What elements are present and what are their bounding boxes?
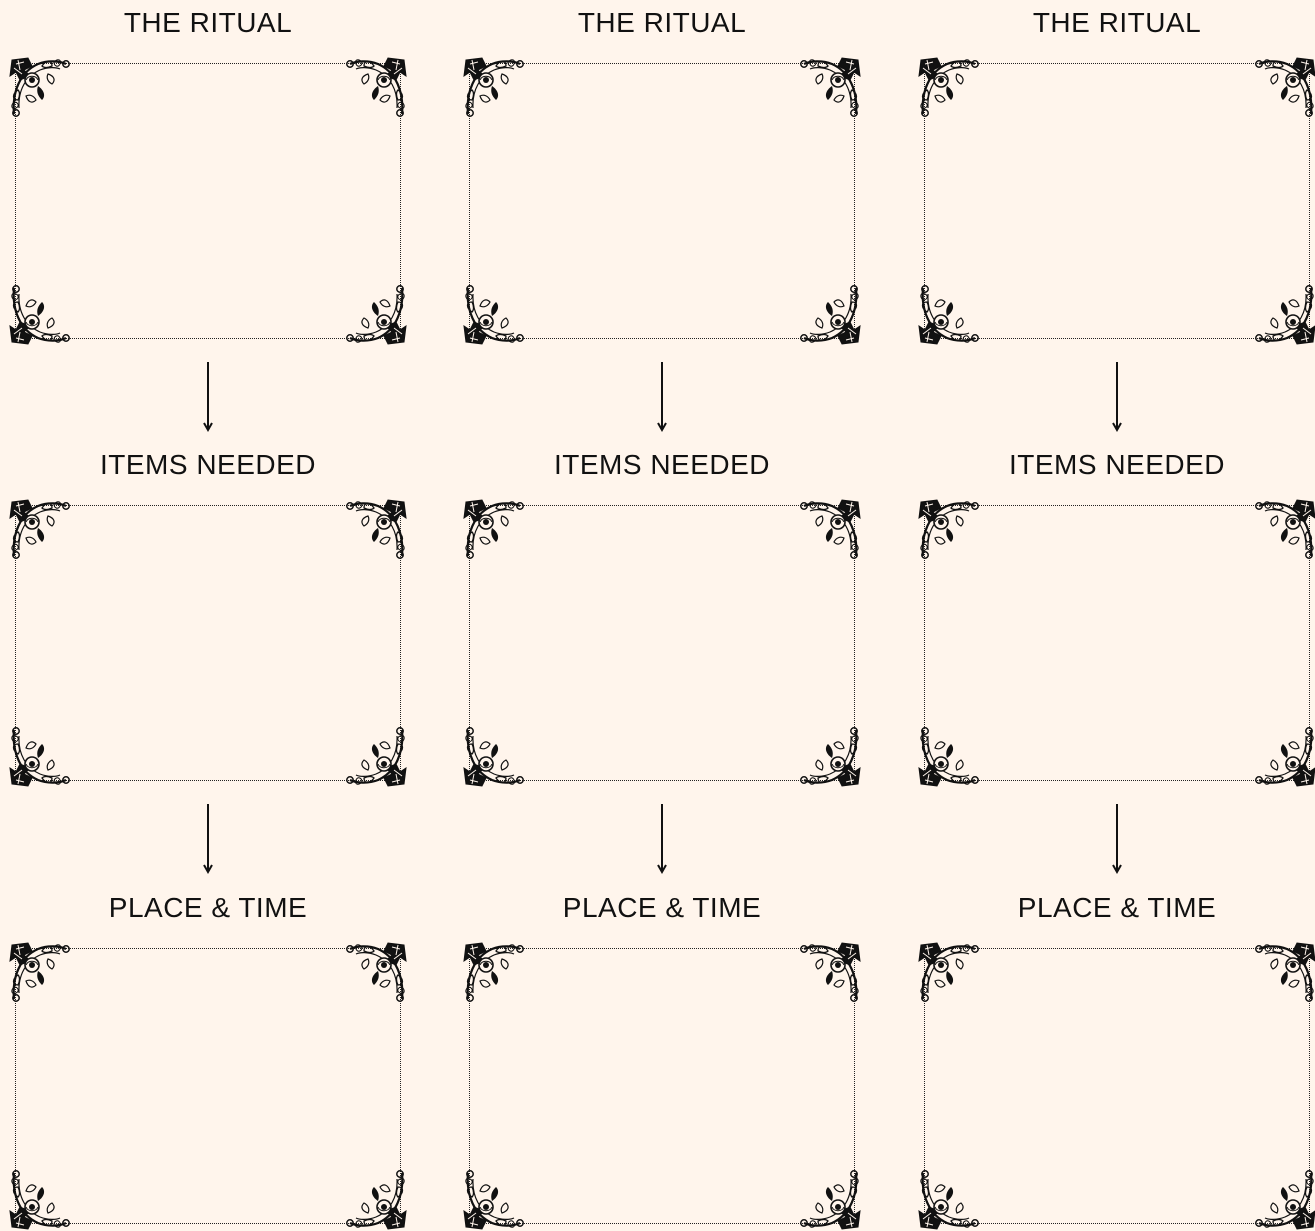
dotted-border [469,63,855,339]
floral-corner-ornament-icon [346,284,408,346]
floral-corner-ornament-icon [462,941,524,1003]
floral-corner-ornament-icon [8,56,70,118]
floral-corner-ornament-icon [462,726,524,788]
floral-corner-ornament-icon [917,498,979,560]
floral-corner-ornament-icon [462,284,524,346]
floral-corner-ornament-icon [346,726,408,788]
down-arrow-icon [652,360,672,432]
floral-corner-ornament-icon [800,726,862,788]
floral-corner-ornament-icon [917,1169,979,1231]
floral-corner-ornament-icon [8,498,70,560]
dotted-border [924,948,1310,1224]
floral-corner-ornament-icon [8,284,70,346]
section-label-place-time: PLACE & TIME [917,891,1315,925]
section-label-items: ITEMS NEEDED [8,448,408,482]
floral-corner-ornament-icon [800,284,862,346]
floral-corner-ornament-icon [462,1169,524,1231]
floral-corner-ornament-icon [346,56,408,118]
floral-corner-ornament-icon [917,284,979,346]
floral-corner-ornament-icon [1255,56,1315,118]
floral-corner-ornament-icon [1255,941,1315,1003]
dotted-border [469,505,855,781]
floral-corner-ornament-icon [346,1169,408,1231]
floral-corner-ornament-icon [1255,1169,1315,1231]
ritual-frame [917,56,1315,346]
column-2: THE RITUAL ITEMS NEEDED PLACE & TIME [462,0,862,1226]
floral-corner-ornament-icon [8,1169,70,1231]
floral-corner-ornament-icon [1255,498,1315,560]
section-label-ritual: THE RITUAL [8,6,408,40]
floral-corner-ornament-icon [462,56,524,118]
section-label-items: ITEMS NEEDED [917,448,1315,482]
floral-corner-ornament-icon [8,726,70,788]
floral-corner-ornament-icon [800,498,862,560]
floral-corner-ornament-icon [8,941,70,1003]
section-label-items: ITEMS NEEDED [462,448,862,482]
ritual-frame [462,56,862,346]
down-arrow-icon [198,360,218,432]
floral-corner-ornament-icon [1255,726,1315,788]
section-label-place-time: PLACE & TIME [8,891,408,925]
place-time-frame [917,941,1315,1231]
dotted-border [15,505,401,781]
floral-corner-ornament-icon [346,941,408,1003]
dotted-border [924,63,1310,339]
floral-corner-ornament-icon [800,1169,862,1231]
floral-corner-ornament-icon [346,498,408,560]
dotted-border [469,948,855,1224]
items-frame [462,498,862,788]
ritual-frame [8,56,408,346]
section-label-ritual: THE RITUAL [917,6,1315,40]
floral-corner-ornament-icon [917,56,979,118]
floral-corner-ornament-icon [800,941,862,1003]
floral-corner-ornament-icon [917,941,979,1003]
floral-corner-ornament-icon [1255,284,1315,346]
column-3: THE RITUAL ITEMS NEEDED PLACE & TIME [917,0,1315,1226]
dotted-border [924,505,1310,781]
floral-corner-ornament-icon [800,56,862,118]
floral-corner-ornament-icon [917,726,979,788]
section-label-ritual: THE RITUAL [462,6,862,40]
floral-corner-ornament-icon [462,498,524,560]
down-arrow-icon [652,802,672,874]
down-arrow-icon [1107,360,1127,432]
dotted-border [15,63,401,339]
down-arrow-icon [198,802,218,874]
items-frame [917,498,1315,788]
dotted-border [15,948,401,1224]
section-label-place-time: PLACE & TIME [462,891,862,925]
place-time-frame [462,941,862,1231]
items-frame [8,498,408,788]
column-1: THE RITUAL ITEMS NEEDED PLACE & TIME [8,0,408,1226]
place-time-frame [8,941,408,1231]
down-arrow-icon [1107,802,1127,874]
